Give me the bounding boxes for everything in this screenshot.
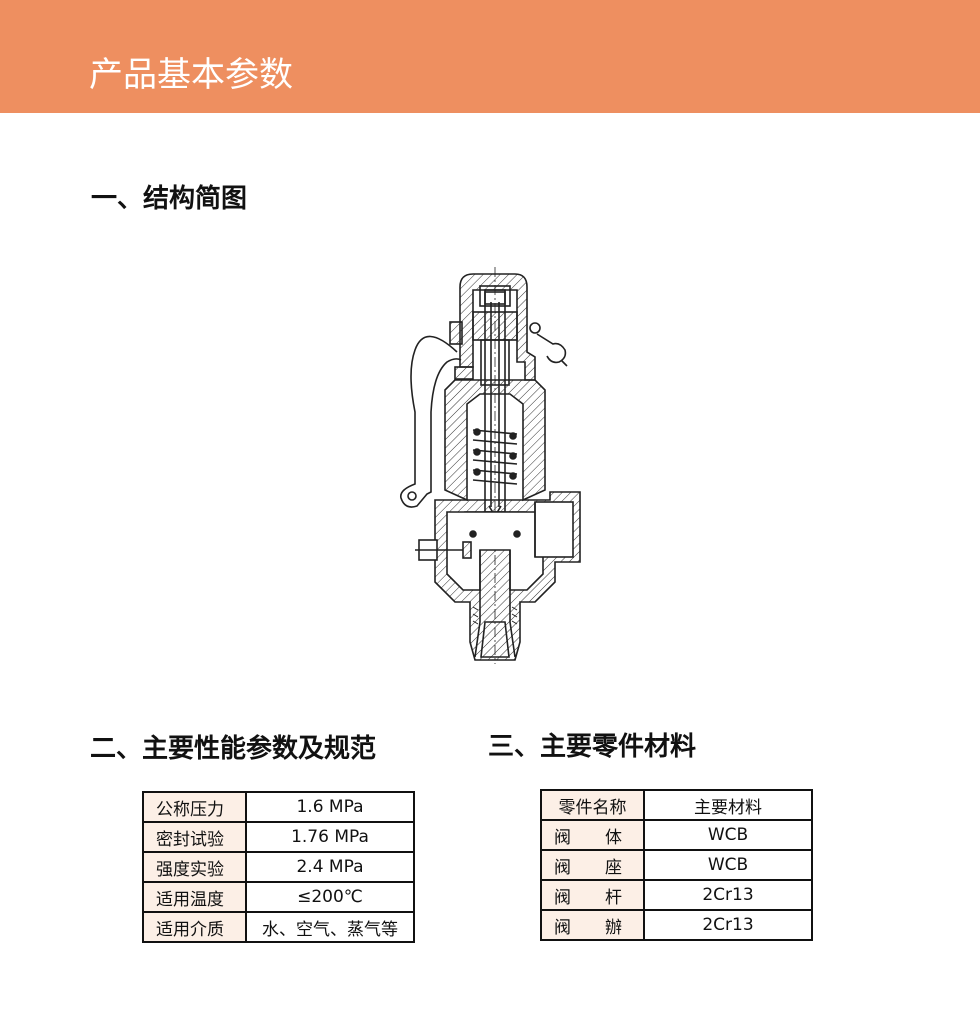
table-row: 密封试验 1.76 MPa xyxy=(142,821,415,853)
section-title-params: 二、主要性能参数及规范 xyxy=(90,734,377,764)
param-value: ≤200℃ xyxy=(245,881,415,913)
param-value: 水、空气、蒸气等 xyxy=(245,911,415,943)
header-material: 主要材料 xyxy=(643,789,813,821)
param-label: 适用温度 xyxy=(142,881,247,913)
header-banner: 产品基本参数 xyxy=(0,0,980,113)
section-title-materials: 三、主要零件材料 xyxy=(488,732,697,762)
table-row: 阀 杆 2Cr13 xyxy=(540,879,813,911)
part-material: 2Cr13 xyxy=(643,879,813,911)
table-header-row: 零件名称 主要材料 xyxy=(540,789,813,821)
table-row: 适用温度 ≤200℃ xyxy=(142,881,415,913)
materials-table: 零件名称 主要材料 阀 体 WCB 阀 座 WCB 阀 杆 2Cr13 阀 辦 … xyxy=(540,789,813,941)
part-name: 阀 辦 xyxy=(540,909,645,941)
performance-params-table: 公称压力 1.6 MPa 密封试验 1.76 MPa 强度实验 2.4 MPa … xyxy=(142,791,415,943)
part-material: 2Cr13 xyxy=(643,909,813,941)
param-value: 1.76 MPa xyxy=(245,821,415,853)
param-label: 密封试验 xyxy=(142,821,247,853)
table-row: 适用介质 水、空气、蒸气等 xyxy=(142,911,415,943)
section-title-structure: 一、结构简图 xyxy=(91,184,248,214)
table-row: 阀 体 WCB xyxy=(540,819,813,851)
param-label: 适用介质 xyxy=(142,911,247,943)
part-name: 阀 体 xyxy=(540,819,645,851)
part-name: 阀 杆 xyxy=(540,879,645,911)
table-row: 强度实验 2.4 MPa xyxy=(142,851,415,883)
table-row: 阀 辦 2Cr13 xyxy=(540,909,813,941)
header-part: 零件名称 xyxy=(540,789,645,821)
param-value: 2.4 MPa xyxy=(245,851,415,883)
page-title: 产品基本参数 xyxy=(89,55,293,95)
part-name: 阀 座 xyxy=(540,849,645,881)
valve-structure-diagram xyxy=(399,267,581,664)
param-value: 1.6 MPa xyxy=(245,791,415,823)
part-material: WCB xyxy=(643,849,813,881)
param-label: 强度实验 xyxy=(142,851,247,883)
part-material: WCB xyxy=(643,819,813,851)
table-row: 公称压力 1.6 MPa xyxy=(142,791,415,823)
table-row: 阀 座 WCB xyxy=(540,849,813,881)
param-label: 公称压力 xyxy=(142,791,247,823)
